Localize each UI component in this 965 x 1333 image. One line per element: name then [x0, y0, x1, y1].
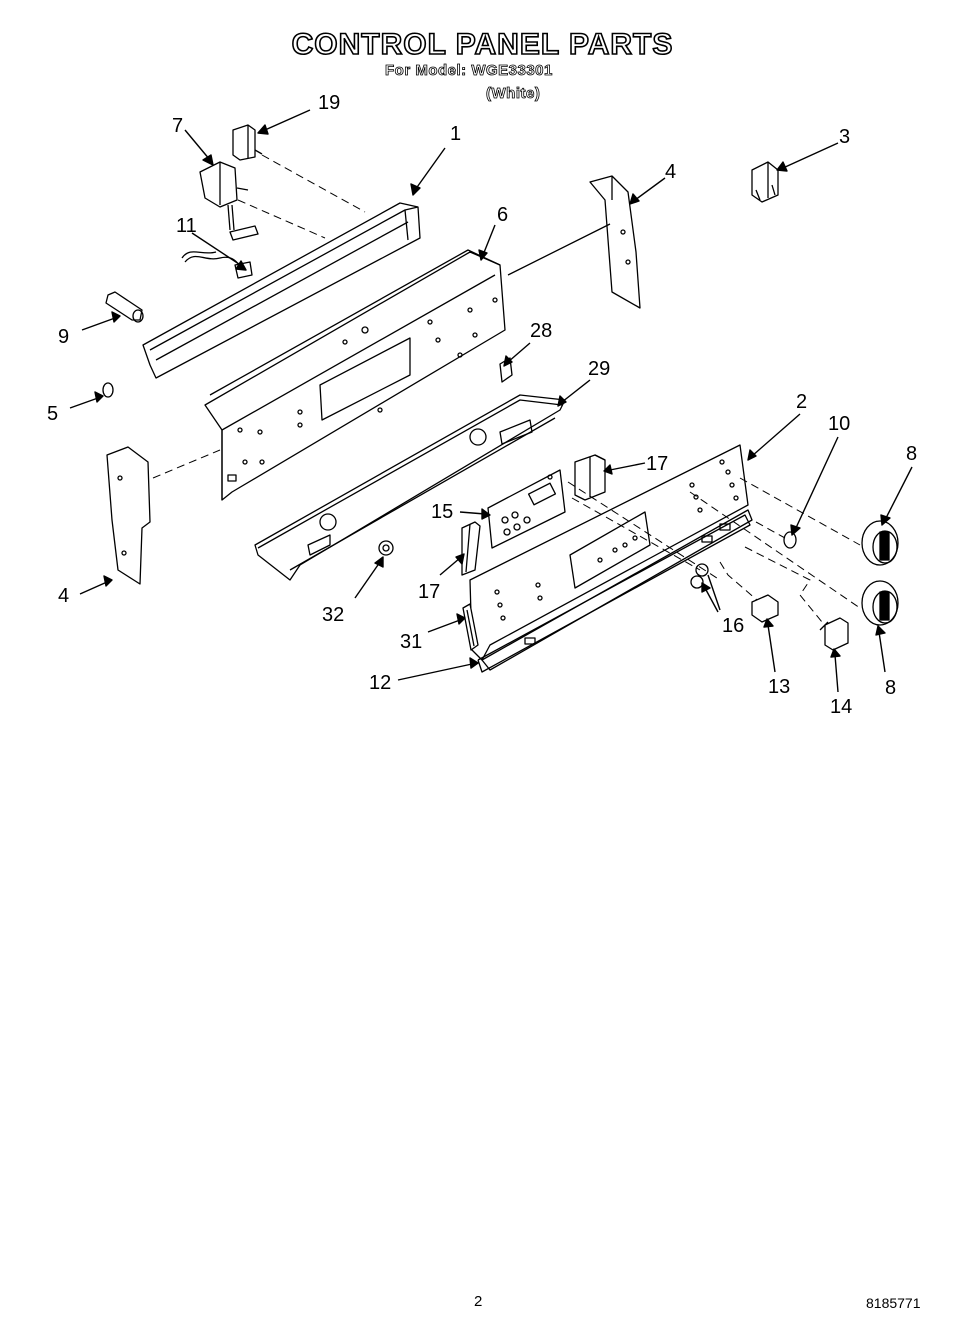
callout-29: 29: [588, 358, 610, 380]
callout-5: 5: [47, 403, 58, 425]
callout-9: 9: [58, 326, 69, 348]
callout-13: 13: [768, 676, 790, 698]
part-10-knob-insert: [783, 531, 797, 549]
assembly-dashed-lines: [152, 154, 861, 623]
callout-17-upper: 17: [646, 453, 668, 475]
callout-labels: 1 2 3 4 4 5 6 7 8 8 9 10 11 12 13 14 15 …: [47, 92, 917, 718]
callout-15: 15: [431, 501, 453, 523]
callout-8-upper: 8: [906, 443, 917, 465]
part-4-end-cap-right: [589, 175, 641, 309]
model-number: For Model: WGE33301: [385, 62, 553, 80]
part-6-panel-frame: [204, 249, 506, 501]
callout-19: 19: [318, 92, 340, 114]
part-32-grommet: [378, 540, 394, 556]
callout-10: 10: [828, 413, 850, 435]
part-5-plug: [102, 382, 114, 398]
page-number: 2: [474, 1293, 483, 1310]
callout-3: 3: [839, 126, 850, 148]
part-8-knob-upper: [861, 520, 899, 566]
part-7-thermostat: [199, 161, 259, 241]
document-number: 8185771: [866, 1295, 921, 1311]
part-3-switch: [751, 161, 779, 203]
callout-12: 12: [369, 672, 391, 694]
part-9-fuse: [105, 291, 144, 323]
callout-31: 31: [400, 631, 422, 653]
callout-1: 1: [450, 123, 461, 145]
callout-leaders: [69, 109, 913, 693]
callout-6: 6: [497, 204, 508, 226]
callout-14: 14: [830, 696, 852, 718]
part-2-front-panel: [469, 444, 753, 671]
page-title: CONTROL PANEL PARTS: [291, 27, 674, 62]
callout-17-lower: 17: [418, 581, 440, 603]
callout-28: 28: [530, 320, 552, 342]
callout-11: 11: [176, 215, 197, 237]
part-1-trim-strip: [142, 202, 421, 379]
callout-16: 16: [722, 615, 744, 637]
part-15-control-board: [487, 469, 566, 549]
part-4-end-cap-left: [106, 446, 151, 585]
part-17-bracket-upper: [574, 454, 606, 501]
callout-4-right: 4: [665, 161, 676, 183]
part-8-knob-lower: [861, 580, 899, 626]
callout-8-lower: 8: [885, 677, 896, 699]
callout-32: 32: [322, 604, 344, 626]
part-17-bracket-lower: [461, 521, 481, 576]
assembly-line-4: [507, 223, 611, 276]
callout-7: 7: [172, 115, 183, 137]
callout-2: 2: [796, 391, 807, 413]
callout-4-left: 4: [58, 585, 69, 607]
part-29-lower-shield: [254, 394, 566, 581]
part-19-switch: [232, 124, 263, 161]
color-variant: (White): [486, 85, 541, 103]
part-14-switch: [819, 617, 849, 651]
part-13-indicator-light: [751, 594, 779, 623]
part-12-bottom-trim: [477, 514, 751, 673]
part-31-strip: [462, 603, 479, 651]
